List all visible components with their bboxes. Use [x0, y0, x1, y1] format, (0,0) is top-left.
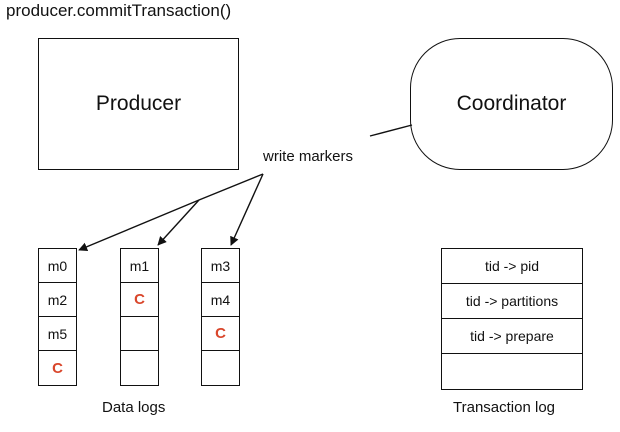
producer-label: Producer [95, 92, 182, 115]
commit-marker-cell: C [202, 317, 239, 351]
data-log-column-1: m1 C [120, 248, 159, 386]
write-markers-label: write markers [263, 148, 354, 165]
coordinator-connector-line [369, 124, 413, 137]
write-marker-arrow-trunk [198, 173, 264, 201]
commit-marker-cell: C [121, 283, 158, 317]
data-log-cell [121, 317, 158, 351]
data-logs-label: Data logs [102, 399, 166, 416]
transaction-log-row [442, 354, 582, 389]
data-log-cell [121, 351, 158, 385]
write-marker-arrow-to-column-1 [157, 199, 200, 246]
transaction-log-row: tid -> prepare [442, 319, 582, 354]
data-log-cell: m0 [39, 249, 76, 283]
data-log-cell [202, 351, 239, 385]
data-log-cell: m5 [39, 317, 76, 351]
data-log-cell: m3 [202, 249, 239, 283]
data-log-cell: m4 [202, 283, 239, 317]
diagram-title: producer.commitTransaction() [6, 1, 232, 20]
producer-box: Producer [38, 38, 239, 170]
data-log-column-2: m3 m4 C [201, 248, 240, 386]
transaction-log-row: tid -> pid [442, 249, 582, 284]
transaction-log-row: tid -> partitions [442, 284, 582, 319]
write-marker-arrow-to-column-2 [230, 173, 264, 246]
coordinator-label: Coordinator [456, 92, 567, 115]
data-log-column-0: m0 m2 m5 C [38, 248, 77, 386]
commit-marker-cell: C [52, 359, 63, 377]
write-marker-arrow-to-column-0 [78, 199, 200, 252]
transaction-log-label: Transaction log [453, 399, 555, 416]
transaction-log-table: tid -> pid tid -> partitions tid -> prep… [441, 248, 583, 390]
coordinator-box: Coordinator [410, 38, 613, 170]
data-log-cell: m2 [39, 283, 76, 317]
data-log-cell: m1 [121, 249, 158, 283]
